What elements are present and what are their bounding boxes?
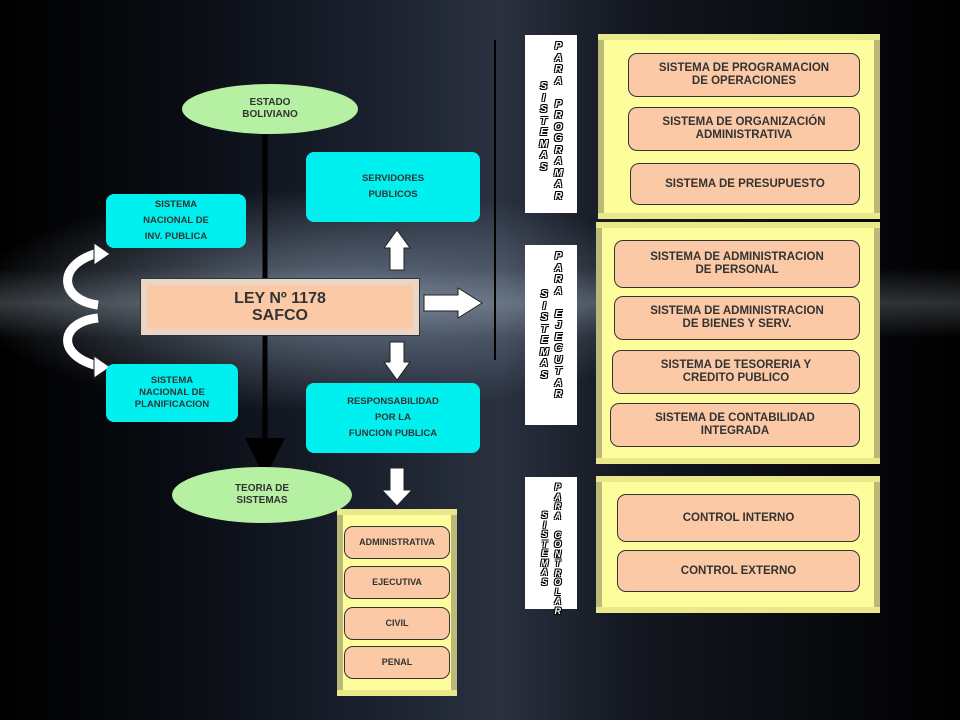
item-programacion-operaciones: SISTEMA DE PROGRAMACION DE OPERACIONES: [628, 53, 860, 97]
item-presupuesto: SISTEMA DE PRESUPUESTO: [630, 163, 860, 205]
item-contabilidad-integrada: SISTEMA DE CONTABILIDAD INTEGRADA: [610, 403, 860, 447]
resp-item: ADMINISTRATIVA: [344, 526, 450, 559]
down-arrow: [383, 341, 411, 381]
sistema-planificacion-box: SISTEMA NACIONAL DE PLANIFICACION: [106, 364, 238, 422]
item-control-interno: CONTROL INTERNO: [617, 494, 860, 542]
responsabilidad-box: RESPONSABILIDAD POR LA FUNCION PUBLICA: [306, 383, 480, 453]
item-administracion-personal: SISTEMA DE ADMINISTRACION DE PERSONAL: [614, 240, 860, 288]
resp-item: EJECUTIVA: [344, 566, 450, 599]
item-organizacion-administrativa: SISTEMA DE ORGANIZACIÓN ADMINISTRATIVA: [628, 107, 860, 151]
item-administracion-bienes: SISTEMA DE ADMINISTRACION DE BIENES Y SE…: [614, 296, 860, 340]
down-arrow-2: [380, 467, 414, 507]
right-arrow: [423, 287, 483, 319]
teoria-sistemas-ellipse: TEORIA DE SISTEMAS: [172, 467, 352, 523]
ley-1178-box: LEY Nº 1178 SAFCO: [140, 278, 420, 336]
item-control-externo: CONTROL EXTERNO: [617, 550, 860, 592]
item-tesoreria-credito: SISTEMA DE TESORERIA Y CREDITO PUBLICO: [612, 350, 860, 394]
resp-item: PENAL: [344, 646, 450, 679]
up-arrow: [383, 229, 411, 271]
estado-boliviano-ellipse: ESTADO BOLIVIANO: [182, 84, 358, 134]
curved-arrow-down: [63, 313, 100, 371]
servidores-publicos-box: SERVIDORES PUBLICOS: [306, 152, 480, 222]
curved-arrow-up: [63, 248, 100, 310]
resp-item: CIVIL: [344, 607, 450, 640]
sistema-inversion-box: SISTEMA NACIONAL DE INV. PUBLICA: [106, 194, 246, 248]
